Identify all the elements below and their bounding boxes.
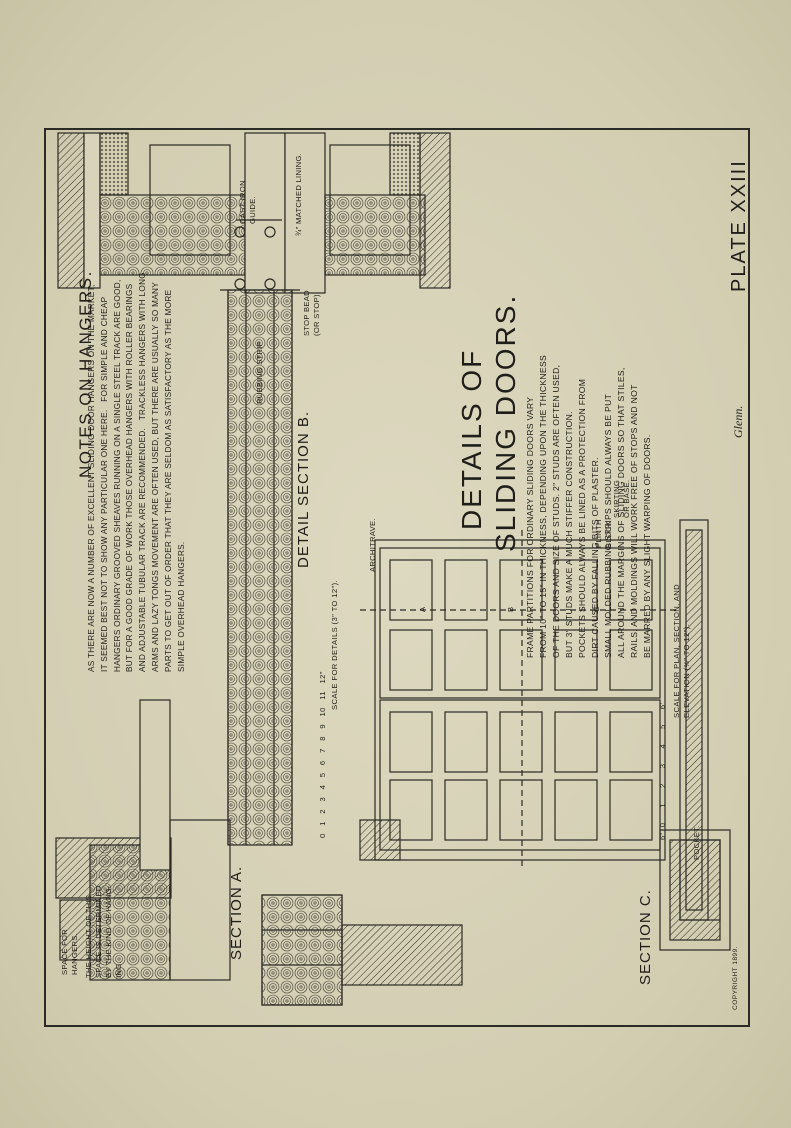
skirting-label: SKIRTING OR BASE. — [612, 479, 631, 518]
pocket-label: POCKET. — [692, 825, 701, 860]
plate-label: PLATE XXIII — [728, 159, 750, 292]
rubbing-strip-label: RUBBING STRIP — [255, 341, 264, 404]
marker-c: C — [592, 606, 601, 612]
scale-details-label: SCALE FOR DETAILS (3" TO 12"). — [330, 579, 339, 710]
section-b-detail — [220, 289, 300, 846]
section-a-drawing — [55, 699, 231, 981]
details-title-line2: SLIDING DOORS. — [490, 293, 521, 552]
door-elevation — [360, 530, 680, 870]
stop-bead-label: STOP BEAD (OR STOP) — [302, 290, 321, 336]
pocket-section — [359, 819, 731, 951]
section-c-drawing — [261, 894, 463, 1006]
artist-signature: Glenn. — [731, 405, 745, 438]
scale-plan-ticks: 6" 0 1 2 3 4 5 6' — [658, 702, 667, 840]
architrave-label: ARCHITRAVE. — [368, 518, 377, 572]
head-jamb-detail — [57, 132, 451, 294]
section-b-label: DETAIL SECTION B. — [295, 410, 312, 568]
details-body: FRAME PARTITIONS FOR ORDINARY SLIDING DO… — [525, 354, 652, 658]
section-c-label: SECTION C. — [637, 889, 654, 985]
space-for-hangers-label: SPACE FOR HANGERS. — [60, 928, 79, 975]
space-note-label: THE HEIGHT OF THIS SPACE IS DETERMINED B… — [84, 885, 123, 978]
matched-lining-label: ¾" MATCHED LINING. — [294, 152, 303, 236]
cast-iron-guide-label: CAST IRON GUIDE. — [238, 180, 257, 224]
copyright-note: COPYRIGHT 1899. — [732, 945, 739, 1010]
details-title-line1: DETAILS OF — [456, 348, 487, 530]
plinth-block-label: PLINTH BLOCK — [594, 519, 613, 548]
section-a-label: SECTION A. — [228, 865, 245, 960]
scale-plan-label: SCALE FOR PLAN, SECTION, AND ELEVATION (… — [672, 584, 691, 718]
plate-border — [44, 128, 750, 1027]
scale-details-ticks: 0 1 2 3 4 5 6 7 8 9 10 11 12" — [318, 671, 327, 838]
marker-a: A — [418, 606, 427, 612]
notes-body: AS THERE ARE NOW A NUMBER OF EXCELLENT S… — [87, 272, 186, 672]
marker-b: B — [506, 606, 515, 612]
